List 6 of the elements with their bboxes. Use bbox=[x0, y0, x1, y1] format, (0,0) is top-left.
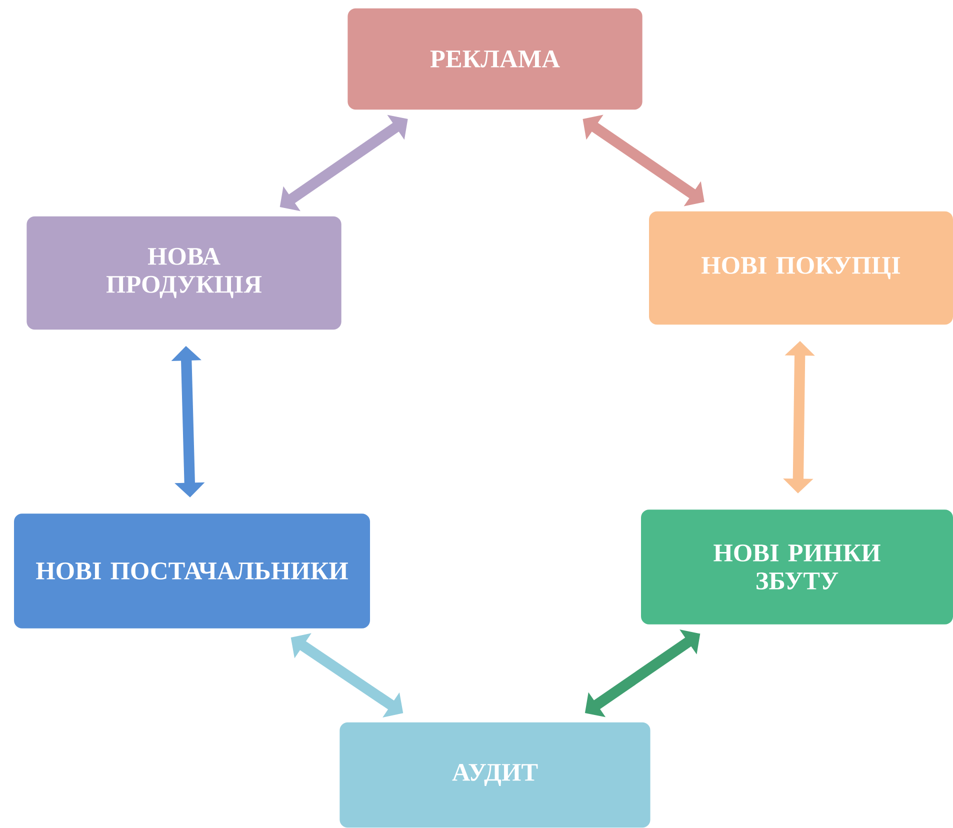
process-box: НОВА ПРОДУКЦІЯ bbox=[26, 216, 342, 330]
process-box: НОВІ ПОСТАЧАЛЬНИКИ bbox=[14, 514, 370, 628]
process-box: АУДИТ bbox=[340, 722, 650, 828]
process-box: НОВІ РИНКИ ЗБУТУ bbox=[641, 510, 953, 624]
process-box: РЕКЛАМА bbox=[348, 8, 642, 110]
process-box: НОВІ ПОКУПЦІ bbox=[649, 211, 953, 325]
